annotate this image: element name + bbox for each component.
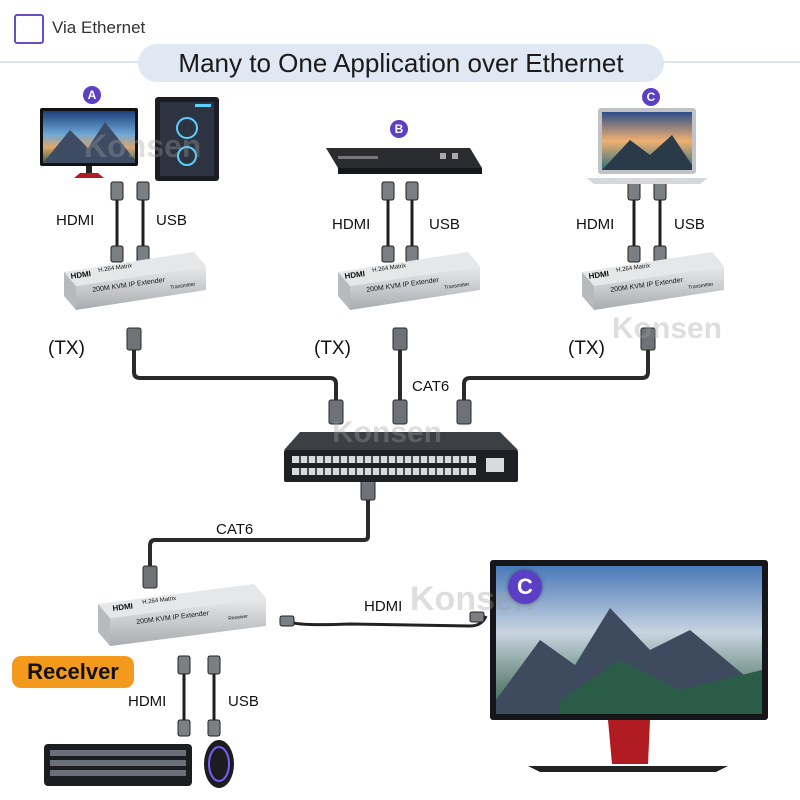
watermark-switch: Konsen [332, 416, 443, 449]
via-ethernet-label: Via Ethernet [52, 18, 146, 37]
watermark-top: Konsen [84, 128, 202, 164]
source-connectors [110, 181, 667, 737]
receiver-usb-label: USB [228, 693, 259, 710]
source-b-badge: B [390, 120, 408, 138]
switch-cat6-label: CAT6 [412, 378, 450, 395]
source-a-hdmi-label: HDMI [56, 212, 95, 229]
source-c-laptop [586, 108, 708, 184]
tx-units [64, 252, 724, 310]
receiver-label: Recelver [12, 656, 134, 688]
receiver-cat6-label: CAT6 [216, 521, 254, 538]
mouse [204, 740, 234, 788]
source-c-badge: C [642, 88, 660, 106]
cable-tx-a-to-switch [132, 346, 338, 407]
source-c-hdmi-label: HDMI [576, 216, 615, 233]
display-hdmi-label: HDMI [364, 598, 403, 615]
display-badge: C [508, 570, 542, 604]
cat6-cables [132, 346, 650, 580]
source-a-usb-label: USB [156, 212, 187, 229]
source-b-hdmi-label: HDMI [332, 216, 371, 233]
cable-switch-to-rx [148, 486, 370, 580]
source-b-dvd-player [326, 148, 482, 174]
source-a-badge: A [83, 86, 101, 104]
source-a-pc-tower [155, 97, 219, 181]
cable-tx-c-to-switch [462, 346, 650, 407]
source-c-tx-label: (TX) [568, 338, 605, 359]
source-a-monitor [40, 108, 138, 178]
source-c-usb-label: USB [674, 216, 705, 233]
rx-unit [98, 584, 266, 646]
source-a-tx-label: (TX) [48, 338, 85, 359]
diagram-title: Many to One Application over Ethernet [138, 44, 664, 82]
rx-hdmi-cable [279, 611, 488, 628]
keyboard [44, 744, 192, 786]
network-switch [284, 432, 518, 482]
receiver-hdmi-label: HDMI [128, 693, 167, 710]
source-b-tx-label: (TX) [314, 338, 351, 359]
ethernet-port-icon [14, 14, 44, 44]
source-b-usb-label: USB [429, 216, 460, 233]
rj45-plugs [126, 327, 656, 589]
watermark-right: Konsen [612, 312, 723, 345]
